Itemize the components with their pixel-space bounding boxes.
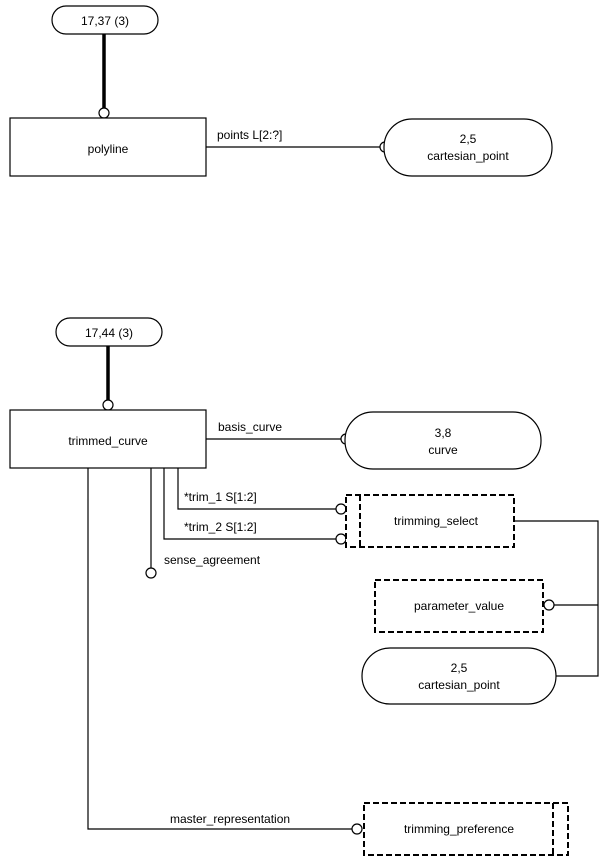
type-trimming-preference-label: trimming_preference bbox=[404, 822, 514, 836]
relation-master-representation-circle bbox=[351, 823, 363, 835]
relation-points-label: points L[2:?] bbox=[217, 128, 282, 142]
entity-polyline[interactable] bbox=[9, 117, 207, 177]
relation-trim-2-line bbox=[163, 468, 336, 540]
external-cartesian-point-1-ref: 2,5 bbox=[460, 132, 477, 146]
page-ref-trimmed-curve-label: 17,44 (3) bbox=[85, 326, 133, 340]
external-cartesian-point-1-name: cartesian_point bbox=[427, 149, 509, 163]
external-cartesian-point-1[interactable] bbox=[383, 118, 553, 177]
relation-trim-2-label: *trim_2 S[1:2] bbox=[184, 520, 257, 534]
supertype-circle-polyline bbox=[98, 107, 110, 119]
relation-trim-1-circle bbox=[335, 503, 347, 515]
type-parameter-value-label: parameter_value bbox=[414, 599, 504, 613]
entity-trimmed-curve[interactable] bbox=[9, 409, 207, 469]
relation-trim-1-label: *trim_1 S[1:2] bbox=[184, 490, 257, 504]
relation-sense-agreement-label: sense_agreement bbox=[164, 553, 261, 567]
page-ref-polyline-label: 17,37 (3) bbox=[81, 14, 129, 28]
supertype-circle-trimmed-curve bbox=[102, 399, 114, 411]
select-branch-parameter-circle bbox=[543, 599, 555, 611]
relation-master-representation-label: master_representation bbox=[170, 812, 290, 826]
external-cartesian-point-2-ref: 2,5 bbox=[451, 661, 468, 675]
type-trimming-select-label: trimming_select bbox=[394, 514, 479, 528]
external-curve-name: curve bbox=[428, 443, 458, 457]
relation-sense-agreement-circle bbox=[145, 567, 157, 579]
polyline-group: 17,37 (3) polyline points L[2:?] 2,5 car… bbox=[9, 5, 553, 177]
external-cartesian-point-2-name: cartesian_point bbox=[418, 678, 500, 692]
type-parameter-value[interactable] bbox=[374, 579, 544, 633]
type-trimming-select[interactable] bbox=[345, 494, 515, 548]
relation-master-representation-line bbox=[87, 468, 352, 830]
trimmed-curve-group: 17,44 (3) trimmed_curve basis_curve 3,8 … bbox=[9, 317, 599, 856]
external-curve-ref: 3,8 bbox=[435, 426, 452, 440]
entity-polyline-label: polyline bbox=[88, 142, 129, 156]
type-trimming-preference[interactable] bbox=[363, 802, 569, 856]
relation-trim-1-line bbox=[177, 468, 336, 510]
select-branch-line bbox=[514, 520, 599, 677]
relation-trim-2-circle bbox=[335, 533, 347, 545]
relation-basis-curve-label: basis_curve bbox=[218, 420, 282, 434]
external-cartesian-point-2[interactable] bbox=[361, 647, 557, 705]
external-curve[interactable] bbox=[344, 411, 542, 470]
entity-trimmed-curve-label: trimmed_curve bbox=[68, 434, 148, 448]
